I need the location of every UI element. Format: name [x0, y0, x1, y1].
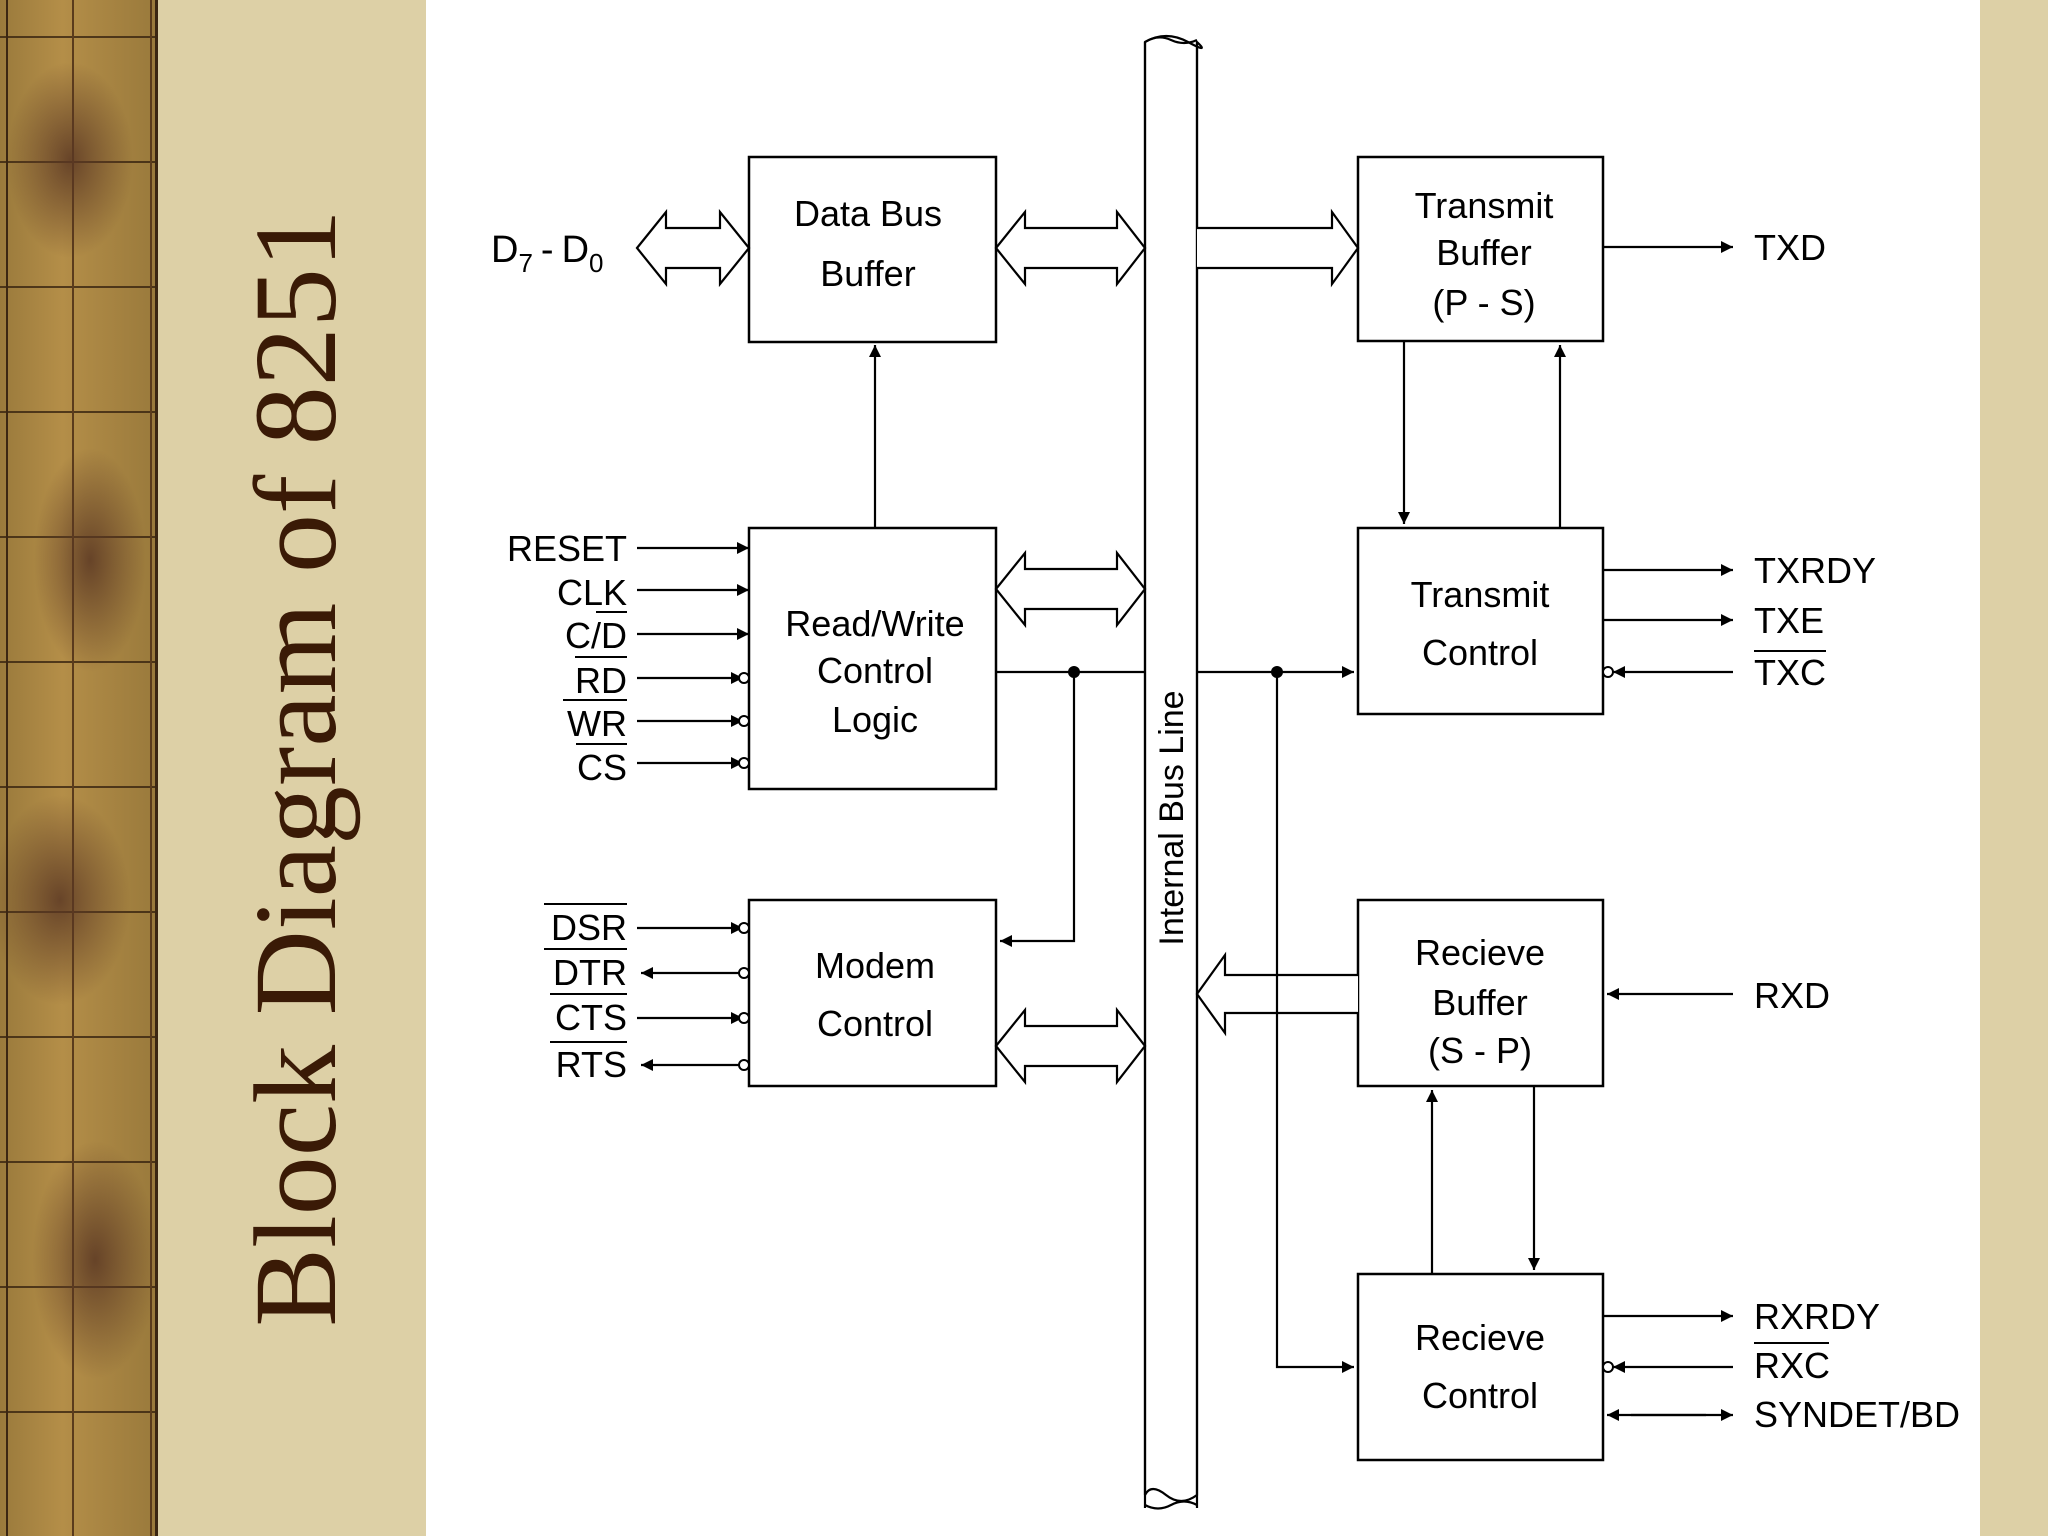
receive-control-line2: Control: [1422, 1375, 1538, 1416]
page-title: Block Diagram of 8251: [230, 209, 361, 1327]
svg-text:DSR: DSR: [551, 907, 627, 948]
svg-text:RTS: RTS: [556, 1044, 627, 1085]
svg-text:DTR: DTR: [553, 952, 627, 993]
transmit-buffer-line1: Transmit: [1415, 185, 1554, 226]
rw-control-line2: Control: [817, 650, 933, 691]
title-band: [158, 0, 426, 1536]
receive-buffer-block: Recieve Buffer (S - P): [1356, 898, 1605, 1088]
signal-syndet-bd: SYNDET/BD: [1607, 1394, 1960, 1435]
svg-text:TXD: TXD: [1754, 227, 1826, 268]
internal-bus-label: Internal Bus Line: [1153, 690, 1191, 945]
svg-text:RXD: RXD: [1754, 975, 1830, 1016]
double-arrow-rw-bus: [994, 549, 1147, 629]
signal-dsr: DSR: [544, 903, 750, 948]
signal-rxd: RXD: [1607, 975, 1830, 1016]
double-arrow-d7-d0: [635, 208, 751, 288]
data-bus-buffer-line2: Buffer: [820, 253, 915, 294]
svg-text:D7-D0: D7-D0: [491, 229, 604, 278]
receive-buffer-line1: Recieve: [1415, 932, 1545, 973]
signal-txrdy: TXRDY: [1603, 550, 1876, 591]
double-arrow-modem-bus: [994, 1006, 1147, 1086]
svg-text:TXRDY: TXRDY: [1754, 550, 1876, 591]
data-bus-buffer-block: Data Bus Buffer: [747, 155, 998, 344]
internal-bus-line: Internal Bus Line: [1143, 34, 1203, 1510]
transmit-buffer-line2: Buffer: [1436, 232, 1531, 273]
signal-txd: TXD: [1603, 227, 1826, 268]
signal-rts: RTS: [550, 1041, 750, 1085]
svg-text:WR: WR: [567, 703, 627, 744]
modem-control-line1: Modem: [815, 945, 935, 986]
receive-buffer-line2: Buffer: [1432, 982, 1527, 1023]
signal-cts: CTS: [550, 993, 750, 1038]
svg-text:TXC: TXC: [1754, 652, 1826, 693]
receive-buffer-line3: (S - P): [1428, 1030, 1532, 1071]
arrow-bus-to-transmit-buffer: [1197, 208, 1360, 288]
svg-text:SYNDET/BD: SYNDET/BD: [1754, 1394, 1960, 1435]
transmit-buffer-line3: (P - S): [1432, 282, 1535, 323]
rw-control-line3: Logic: [832, 699, 918, 740]
data-bus-buffer-line1: Data Bus: [794, 193, 942, 234]
signal-cs: CS: [576, 743, 750, 788]
svg-text:RESET: RESET: [507, 528, 627, 569]
signal-txe: TXE: [1603, 600, 1824, 641]
signal-d7-d0: D7-D0: [491, 229, 604, 278]
signal-cd: C/D: [565, 611, 749, 656]
signal-reset: RESET: [507, 528, 749, 569]
svg-text:RXC: RXC: [1754, 1345, 1830, 1386]
svg-text:C/D: C/D: [565, 615, 627, 656]
transmit-control-line2: Control: [1422, 632, 1538, 673]
decorative-strip-right: [1980, 0, 2048, 1536]
svg-text:TXE: TXE: [1754, 600, 1824, 641]
decorative-strip: [0, 0, 158, 1536]
internal-wiring: [869, 341, 1566, 1373]
svg-text:RXRDY: RXRDY: [1754, 1296, 1880, 1337]
transmit-buffer-block: Transmit Buffer (P - S): [1356, 155, 1605, 343]
double-arrow-dbb-bus: [994, 208, 1147, 288]
svg-text:CLK: CLK: [557, 572, 627, 613]
transmit-control-block: Transmit Control: [1356, 526, 1605, 716]
receive-control-line1: Recieve: [1415, 1317, 1545, 1358]
rw-control-line1: Read/Write: [785, 603, 964, 644]
signal-dtr: DTR: [544, 948, 750, 993]
modem-control-block: Modem Control: [747, 898, 998, 1088]
signal-rxrdy: RXRDY: [1603, 1296, 1880, 1337]
svg-text:RD: RD: [575, 660, 627, 701]
svg-text:CS: CS: [577, 747, 627, 788]
signal-rxc: RXC: [1602, 1342, 1830, 1386]
modem-control-line2: Control: [817, 1003, 933, 1044]
svg-text:CTS: CTS: [555, 997, 627, 1038]
signal-clk: CLK: [557, 572, 749, 613]
signal-rd: RD: [575, 656, 750, 701]
receive-control-block: Recieve Control: [1356, 1272, 1605, 1462]
signal-txc: TXC: [1602, 650, 1826, 693]
transmit-control-line1: Transmit: [1411, 574, 1550, 615]
block-diagram: Internal Bus Line Data Bus Buffer Read/W…: [426, 0, 1980, 1536]
signal-wr: WR: [563, 699, 750, 744]
read-write-control-block: Read/Write Control Logic: [747, 526, 998, 791]
